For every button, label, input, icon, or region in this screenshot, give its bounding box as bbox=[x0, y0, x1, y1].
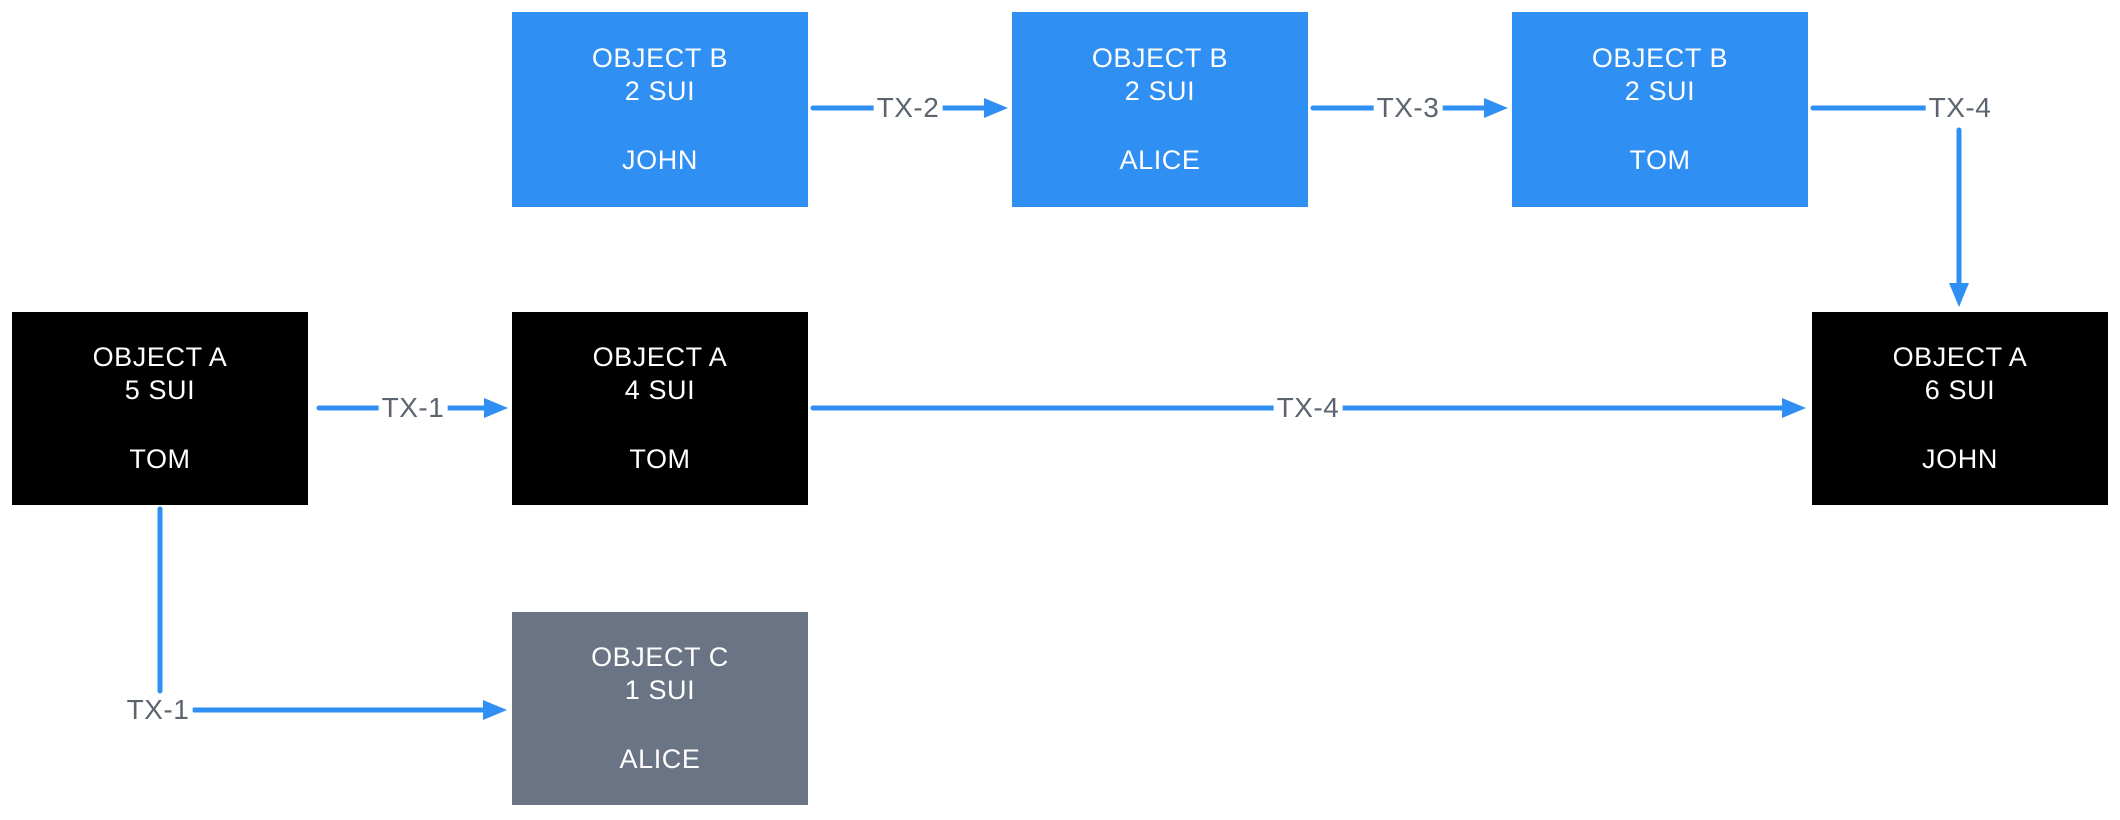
node-amount: 4 SUI bbox=[624, 375, 696, 405]
node-title: OBJECT B bbox=[1091, 43, 1229, 73]
tx-2-arrowhead bbox=[984, 98, 1008, 118]
tx-4-long-arrowhead bbox=[1782, 398, 1806, 418]
node-amount: 2 SUI bbox=[624, 76, 696, 106]
node-title: OBJECT A bbox=[92, 342, 228, 372]
edge-label-tx-1-bottom: TX-1 bbox=[123, 694, 193, 726]
node-title: OBJECT C bbox=[591, 642, 729, 672]
node-title: OBJECT B bbox=[591, 43, 729, 73]
node-owner: TOM bbox=[129, 444, 191, 474]
node-title: OBJECT A bbox=[592, 342, 728, 372]
node-object-b-tom: OBJECT B 2 SUI TOM bbox=[1512, 12, 1808, 207]
node-amount: 2 SUI bbox=[1624, 76, 1696, 106]
edge-tx-1-bottom bbox=[157, 506, 507, 720]
edge-label-tx-1-top: TX-1 bbox=[378, 392, 448, 424]
node-title: OBJECT B bbox=[1591, 43, 1729, 73]
node-object-a-john-6: OBJECT A 6 SUI JOHN bbox=[1812, 312, 2108, 505]
edge-label-tx-3: TX-3 bbox=[1373, 92, 1443, 124]
node-amount: 5 SUI bbox=[124, 375, 196, 405]
tx-1-top-arrowhead bbox=[484, 398, 508, 418]
edge-label-tx-2: TX-2 bbox=[873, 92, 943, 124]
node-title: OBJECT A bbox=[1892, 342, 2028, 372]
node-object-b-alice: OBJECT B 2 SUI ALICE bbox=[1012, 12, 1308, 207]
node-owner: ALICE bbox=[619, 744, 701, 774]
node-owner: JOHN bbox=[1922, 444, 1998, 474]
edge-label-tx-4-long: TX-4 bbox=[1273, 392, 1343, 424]
tx-1-bottom-arrowhead bbox=[483, 700, 507, 720]
node-owner: JOHN bbox=[622, 145, 698, 175]
node-amount: 2 SUI bbox=[1124, 76, 1196, 106]
node-amount: 6 SUI bbox=[1924, 375, 1996, 405]
edge-label-tx-4-top: TX-4 bbox=[1925, 92, 1995, 124]
tx-4-top-arrowhead bbox=[1949, 283, 1969, 307]
node-object-a-tom-4: OBJECT A 4 SUI TOM bbox=[512, 312, 808, 505]
node-object-a-tom-5: OBJECT A 5 SUI TOM bbox=[12, 312, 308, 505]
node-amount: 1 SUI bbox=[624, 675, 696, 705]
edge-tx-4-top bbox=[1810, 105, 1969, 307]
tx-3-arrowhead bbox=[1484, 98, 1508, 118]
node-owner: ALICE bbox=[1119, 145, 1201, 175]
node-object-c-alice: OBJECT C 1 SUI ALICE bbox=[512, 612, 808, 805]
node-object-b-john: OBJECT B 2 SUI JOHN bbox=[512, 12, 808, 207]
node-owner: TOM bbox=[629, 444, 691, 474]
node-owner: TOM bbox=[1629, 145, 1691, 175]
